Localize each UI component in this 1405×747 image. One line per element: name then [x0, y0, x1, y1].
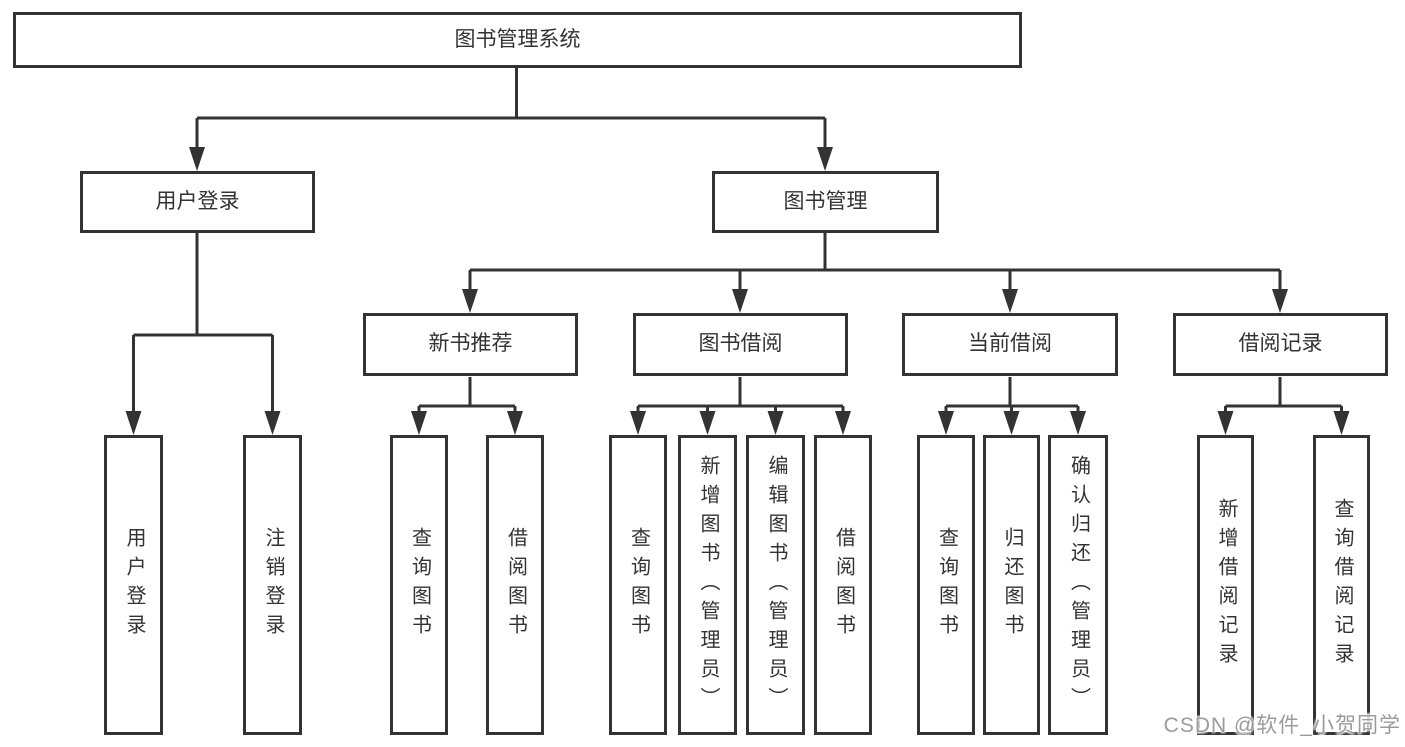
node-leaf-borrow-books-label: 借阅图书: [832, 527, 855, 643]
node-leaf-query-books-borrowing-label: 查询图书: [627, 527, 650, 643]
node-new-book-recommend-label: 新书推荐: [428, 332, 513, 356]
connector-paths: [132, 68, 1343, 416]
node-user-login-branch: 用户登录: [80, 171, 315, 233]
node-borrowing-records-label: 借阅记录: [1238, 332, 1323, 356]
node-leaf-add-borrow-record-label: 新增借阅记录: [1215, 498, 1237, 672]
watermark: CSDN @软件_小贺同学: [1163, 714, 1401, 737]
node-leaf-return-books-label: 归还图书: [1001, 527, 1023, 643]
node-leaf-borrow-books-recommend-label: 借阅图书: [504, 527, 527, 643]
node-borrowing-records: 借阅记录: [1173, 313, 1388, 376]
node-leaf-query-books-current-label: 查询图书: [935, 527, 958, 643]
node-book-management-label: 图书管理: [783, 189, 868, 213]
node-current-borrowing: 当前借阅: [902, 313, 1118, 376]
node-book-borrowing: 图书借阅: [633, 313, 848, 376]
node-library-system: 图书管理系统: [13, 12, 1022, 68]
node-leaf-return-books: 归还图书: [983, 435, 1040, 735]
node-leaf-edit-books-admin-label: 编辑图书（管理员）: [765, 454, 787, 716]
node-current-borrowing-label: 当前借阅: [968, 332, 1052, 356]
node-leaf-add-borrow-record: 新增借阅记录: [1197, 435, 1254, 735]
node-leaf-edit-books-admin: 编辑图书（管理员）: [746, 435, 805, 735]
node-library-system-label: 图书管理系统: [454, 27, 581, 51]
node-leaf-confirm-return-admin: 确认归还（管理员）: [1048, 435, 1108, 735]
node-leaf-query-books-borrowing: 查询图书: [609, 435, 667, 735]
node-leaf-query-books-current: 查询图书: [917, 435, 975, 735]
node-book-borrowing-label: 图书借阅: [698, 332, 783, 356]
node-leaf-logout: 注销登录: [243, 435, 302, 735]
node-leaf-add-books-admin: 新增图书（管理员）: [678, 435, 737, 735]
node-leaf-borrow-books-recommend: 借阅图书: [486, 435, 544, 735]
node-leaf-confirm-return-admin-label: 确认归还（管理员）: [1067, 454, 1090, 716]
arrowheads: [125, 147, 1350, 435]
node-new-book-recommend: 新书推荐: [363, 313, 578, 376]
node-user-login-branch-label: 用户登录: [155, 189, 240, 213]
node-leaf-add-books-admin-label: 新增图书（管理员）: [697, 454, 719, 716]
node-leaf-query-borrow-record-label: 查询借阅记录: [1331, 498, 1353, 672]
node-leaf-query-books-recommend-label: 查询图书: [408, 527, 431, 643]
node-leaf-query-books-recommend: 查询图书: [390, 435, 448, 735]
node-book-management: 图书管理: [712, 171, 939, 233]
node-leaf-logout-label: 注销登录: [262, 527, 284, 643]
node-leaf-borrow-books: 借阅图书: [814, 435, 872, 735]
node-leaf-user-login: 用户登录: [104, 435, 163, 735]
node-leaf-query-borrow-record: 查询借阅记录: [1313, 435, 1370, 735]
node-leaf-user-login-label: 用户登录: [123, 527, 145, 643]
